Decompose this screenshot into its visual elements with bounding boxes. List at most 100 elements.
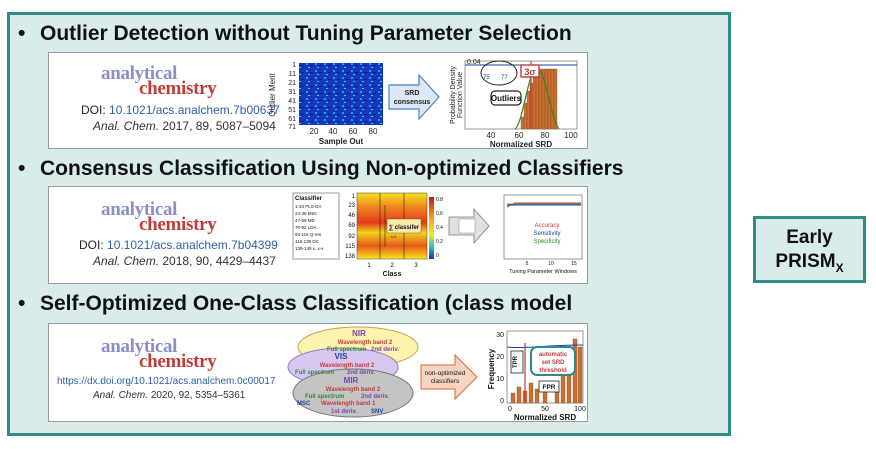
mir-line: 2nd deriv.	[361, 394, 389, 400]
citation: 2020, 92, 5354–5361	[150, 390, 246, 401]
journal-abbr: Anal. Chem.	[93, 254, 160, 268]
mir-line: 1st deriv.	[331, 409, 357, 415]
nir-line: Wavelength band 2	[338, 340, 393, 346]
colorbar-tick: 0.2	[436, 239, 443, 245]
bullet-text: Consensus Classification Using Non-optim…	[40, 157, 624, 180]
mir-line: SNV	[371, 409, 383, 415]
heatmap-ytick: 11	[289, 71, 296, 78]
legend-sensitivity: Sensitivity	[533, 231, 560, 237]
fpr-label: FPR	[543, 384, 556, 391]
srd-histogram	[464, 60, 578, 130]
bullet-outlier-detection: •Outlier Detection without Tuning Parame…	[18, 22, 572, 46]
line-xtick: 5	[526, 261, 529, 267]
citation-line: Anal. Chem. 2018, 90, 4429–4437	[93, 254, 276, 268]
threshold-line: automatic	[539, 352, 568, 358]
classifier-row: 1-23 PLS-DA	[295, 204, 322, 209]
arrow-label: non-optimized	[425, 370, 466, 377]
heatmap-xtick: 60	[349, 127, 358, 136]
hist-ylabel: Function Value	[457, 72, 464, 118]
hist-xtick: 40	[487, 131, 496, 140]
heatmap-xtick: 2	[390, 263, 394, 269]
journal-abbr: Anal. Chem.	[93, 119, 160, 133]
sum-label: ∑ classifer	[389, 225, 420, 231]
prism-label: PRISMX	[756, 250, 863, 280]
mir-msc: MSC	[297, 401, 311, 407]
doi-prefix: DOI:	[79, 238, 104, 252]
heatmap-xtick: 3	[414, 263, 418, 269]
heatmap-ytick: 115	[345, 244, 355, 250]
sum-sub: i=1	[391, 234, 397, 239]
heatmap-xlabel: Sample Out	[319, 137, 364, 146]
hist-xlabel: Normalized SRD	[490, 140, 552, 148]
journal-abbr: Anal. Chem.	[93, 390, 149, 401]
heatmap-xtick: 20	[310, 127, 319, 136]
hist-ytick-small: 75	[483, 75, 490, 81]
heatmap-ytick: 138	[345, 254, 356, 260]
mir-line: Full spectrum	[305, 394, 344, 400]
three-sigma-label: 3σ	[524, 67, 535, 77]
vis-title: VIS	[335, 352, 349, 361]
ellipse-mir	[292, 368, 414, 418]
hist-ytick: 0	[500, 398, 504, 405]
hist-ytick-small: 77	[501, 75, 508, 81]
hist-ytick: 20	[496, 354, 504, 361]
hist-xtick: 100	[574, 406, 586, 413]
heatmap-ytick: 46	[348, 213, 355, 219]
outliers-label: Outliers	[491, 94, 522, 103]
hist-ytick: 0.04	[467, 59, 481, 66]
doi-line: DOI: 10.1021/acs.analchem.7b00637	[81, 103, 280, 117]
classifiers-arrow	[420, 353, 478, 401]
colorbar-tick: 0	[436, 253, 439, 259]
classifier-row: 24-46 kNN	[295, 211, 317, 216]
citation: 2018, 90, 4429–4437	[162, 254, 276, 268]
classifier-row: 47-69 MD	[295, 218, 316, 223]
citation-line: Anal. Chem. 2020, 92, 5354–5361	[93, 390, 245, 401]
bullet-symbol: •	[18, 292, 26, 315]
line-xtick: 15	[571, 261, 577, 267]
threshold-line: threshold	[539, 368, 567, 374]
arrow-label: SRD	[405, 90, 420, 97]
bullet-text: Self-Optimized One-Class Classification …	[40, 292, 573, 315]
mir-title: MIR	[344, 376, 359, 385]
line-xtick: 10	[548, 261, 554, 267]
vis-line: 2nd deriv.	[347, 370, 375, 376]
nir-line: Full spectrum	[327, 347, 366, 353]
outlier-heatmap	[299, 63, 383, 125]
classifier-row: 139-149 x, x-x	[295, 246, 324, 251]
journal-logo-chemistry: chemistry	[139, 78, 217, 99]
legend-accuracy: Accuracy	[535, 223, 560, 229]
hist-xtick: 0	[508, 406, 512, 413]
heatmap-ytick: 51	[288, 107, 296, 114]
tpr-label: TPR	[513, 355, 519, 368]
classifier-row: 70-92 LDA	[295, 225, 317, 230]
doi-link[interactable]: 10.1021/acs.analchem.7b04399	[107, 238, 278, 252]
colorbar-tick: 0.4	[436, 225, 443, 231]
classifier-row: 116-138 DC	[295, 239, 320, 244]
doi-link[interactable]: https://dx.doi.org/10.1021/acs.analchem.…	[57, 376, 276, 387]
funnel-icon	[458, 218, 476, 234]
classifier-header: Classifier	[295, 196, 323, 202]
nir-line: 2nd deriv.	[371, 347, 399, 353]
paper-card-2017: analytical chemistry DOI: 10.1021/acs.an…	[48, 52, 588, 149]
hist-xtick: 60	[515, 131, 524, 140]
consensus-arrow	[388, 73, 440, 121]
vis-line: Wavelength band 2	[320, 363, 375, 369]
hist-xlabel: Normalized SRD	[514, 413, 576, 422]
heatmap-xtick: 1	[367, 263, 371, 269]
doi-line: https://dx.doi.org/10.1021/acs.analchem.…	[57, 376, 275, 387]
heatmap-ytick: 71	[288, 124, 296, 131]
paper-card-2018: analytical chemistry DOI: 10.1021/acs.an…	[48, 186, 588, 284]
figure-consensus: Classifier 1-23 PLS-DA 24-46 kNN 47-69 M…	[292, 192, 583, 278]
hist-xtick: 80	[541, 131, 550, 140]
mir-line: Wavelength band 2	[326, 387, 381, 393]
doi-link[interactable]: 10.1021/acs.analchem.7b00637	[109, 103, 280, 117]
heatmap-xtick: 80	[369, 127, 378, 136]
bullet-one-class: • Self-Optimized One-Class Classification…	[18, 292, 572, 316]
doi-prefix: DOI:	[81, 103, 106, 117]
colorbar-tick: 0.8	[436, 197, 443, 203]
hist-ylabel: Probability Density	[450, 66, 457, 124]
arrow-label: consensus	[394, 99, 431, 106]
heatmap-ytick: 23	[348, 203, 355, 209]
bullet-consensus-classification: •Consensus Classification Using Non-opti…	[18, 157, 623, 181]
hist-xtick: 50	[541, 406, 549, 413]
